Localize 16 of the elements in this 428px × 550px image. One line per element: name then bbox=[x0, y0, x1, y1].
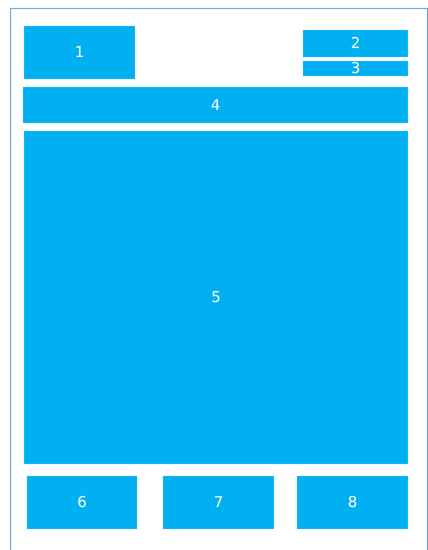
block-number: 5 bbox=[211, 290, 221, 305]
block-number: 6 bbox=[77, 495, 87, 510]
block-number: 8 bbox=[348, 495, 358, 510]
block-number: 7 bbox=[214, 495, 224, 510]
layout-block bbox=[27, 476, 137, 529]
layout-block bbox=[297, 476, 408, 529]
block-number: 4 bbox=[210, 98, 220, 112]
layout-block bbox=[303, 61, 408, 76]
layout-block bbox=[23, 87, 408, 123]
block-number: 3 bbox=[350, 61, 360, 76]
layout-block bbox=[24, 131, 408, 464]
layout-block bbox=[303, 30, 408, 57]
block-number: 1 bbox=[74, 45, 84, 60]
block-number: 2 bbox=[350, 36, 360, 51]
layout-block bbox=[24, 26, 135, 79]
layout-block bbox=[163, 476, 274, 529]
